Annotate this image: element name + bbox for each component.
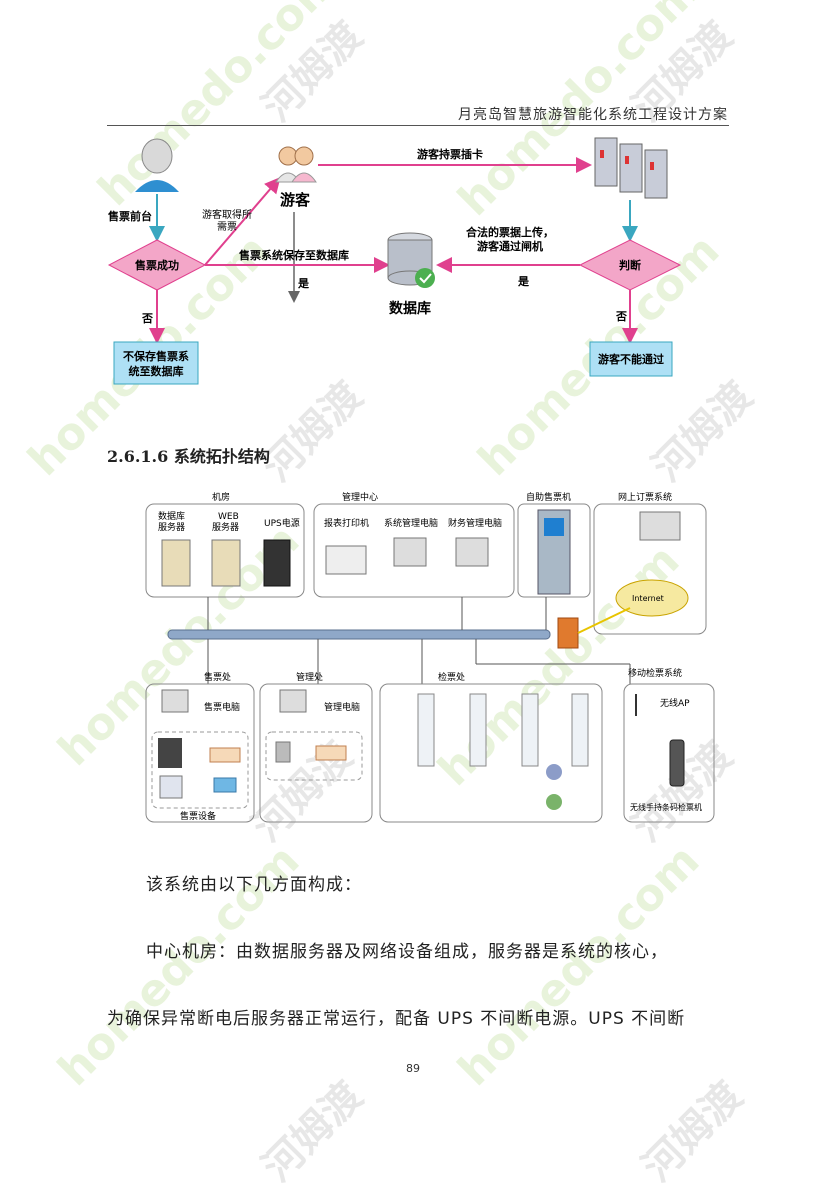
upload-line2: 游客通过闸机 (477, 239, 543, 253)
ups-label: UPS电源 (264, 517, 300, 529)
fin-pc-label: 财务管理电脑 (448, 517, 502, 529)
monitor-icon (279, 689, 307, 713)
db-server-line1: 数据库 (158, 510, 185, 522)
check-office-label: 检票处 (438, 671, 465, 683)
server-icon (211, 539, 241, 587)
sale-office-label: 售票处 (204, 671, 231, 683)
section-heading: 2.6.1.6 系统拓扑结构 (107, 447, 270, 466)
ticket-printer-icon (158, 738, 182, 768)
gate-icon (521, 693, 539, 767)
monitor-icon (161, 689, 189, 713)
save-db-label: 售票系统保存至数据库 (238, 248, 349, 262)
paragraph: 中心机房：由数据服务器及网络设备组成，服务器是系统的核心， (146, 942, 668, 962)
kiosk-label: 自助售票机 (526, 491, 571, 503)
sale-equipment-box (151, 731, 249, 809)
online-box (593, 503, 707, 635)
firewall-icon (557, 617, 579, 649)
not-save-line2: 统至数据库 (129, 364, 184, 378)
db-server-line2: 服务器 (158, 521, 185, 533)
page-number: 89 (406, 1062, 420, 1075)
tourists-icon (275, 146, 317, 183)
mgmt-center-box (313, 503, 515, 598)
online-label: 网上订票系统 (618, 491, 672, 503)
yes-label-1: 是 (297, 277, 310, 290)
judge-label: 判断 (619, 258, 641, 272)
machine-room-box (145, 503, 305, 598)
ups-icon (263, 539, 291, 587)
sys-pc-label: 系统管理电脑 (384, 517, 438, 529)
cannot-pass-box (589, 341, 673, 377)
not-save-line1: 不保存售票系 (123, 349, 189, 363)
mgmt-center-label: 管理中心 (342, 491, 378, 503)
topology-diagram: 机房 数据库 服务器 WEB 服务器 UPS电源 管理中心 报表打印机 系统管理… (145, 491, 715, 823)
person-icon (546, 764, 562, 780)
tourist-label: 游客 (280, 191, 311, 209)
kiosk-box (517, 503, 591, 598)
turnstile-gate-icon (594, 137, 668, 199)
no-label-2: 否 (615, 310, 627, 323)
web-server-line1: WEB (218, 512, 239, 522)
ticket-icon (315, 745, 347, 761)
watermark: homedo.com (448, 835, 710, 1096)
paragraph: 为确保异常断电后服务器正常运行，配备 UPS 不间断电源。UPS 不间断 (107, 1009, 686, 1029)
upload-line1: 合法的票据上传， (466, 225, 554, 239)
kiosk-screen (544, 518, 564, 536)
ic-card-icon (213, 777, 237, 793)
header-rule (107, 125, 729, 126)
not-save-box (113, 341, 199, 385)
get-ticket-line2: 需票 (217, 221, 237, 233)
machine-room-label: 机房 (212, 491, 230, 503)
network-bus (167, 629, 551, 640)
link-line (577, 607, 631, 634)
ticket-flowchart: 售票前台 售票成功 否 不保存售票系 统至数据库 游客取得所 需票 游客 游客持… (107, 137, 682, 385)
sale-equipment-label: 售票设备 (180, 810, 216, 822)
watermark: 河姆渡 (634, 1073, 752, 1191)
handheld-label: 无线手持条码检票机 (630, 802, 702, 812)
page-header-title: 月亮岛智慧旅游智能化系统工程设计方案 (458, 107, 728, 123)
mgmt-office-box (259, 683, 373, 823)
cloud-icon (615, 579, 689, 617)
kiosk-icon (537, 509, 571, 595)
no-label-1: 否 (141, 312, 153, 325)
person-icon (135, 138, 179, 192)
report-printer-label: 报表打印机 (324, 517, 369, 529)
web-server-line2: 服务器 (212, 521, 239, 533)
monitor-icon (455, 537, 489, 567)
mobile-check-box (623, 683, 715, 823)
gate-icon (571, 693, 589, 767)
paragraph: 该系统由以下几方面构成： (146, 875, 362, 895)
internet-label: Internet (632, 594, 664, 603)
scanner-icon (275, 741, 291, 763)
server-icon (161, 539, 191, 587)
check-office-box (379, 683, 603, 823)
database-icon (387, 232, 435, 288)
database-label: 数据库 (389, 300, 431, 317)
mobile-check-label: 移动检票系统 (628, 667, 682, 679)
mgmt-pc-label: 管理电脑 (324, 701, 360, 713)
ticket-icon (209, 747, 241, 763)
watermark: 河姆渡 (254, 13, 372, 131)
wireless-ap-label: 无线AP (660, 697, 690, 709)
sale-office-box (145, 683, 255, 823)
yes-label-2: 是 (517, 275, 530, 288)
laptop-icon (639, 511, 681, 541)
get-ticket-line1: 游客取得所 (202, 208, 252, 221)
gate-icon (417, 693, 435, 767)
cannot-pass-label: 游客不能通过 (598, 352, 664, 366)
front-desk-label: 售票前台 (107, 209, 152, 223)
sale-ok-label: 售票成功 (134, 258, 179, 272)
mgmt-office-label: 管理处 (296, 671, 323, 683)
person-icon (546, 794, 562, 810)
printer-icon (325, 545, 367, 575)
insert-card-label: 游客持票插卡 (417, 147, 483, 161)
gate-icon (469, 693, 487, 767)
card-reader-icon (159, 775, 183, 799)
scanner-box (265, 731, 363, 781)
arrow (204, 176, 281, 266)
watermark: 河姆渡 (254, 1073, 372, 1191)
handheld-scanner-icon (669, 739, 685, 787)
monitor-icon (393, 537, 427, 567)
sale-pc-label: 售票电脑 (204, 701, 240, 713)
